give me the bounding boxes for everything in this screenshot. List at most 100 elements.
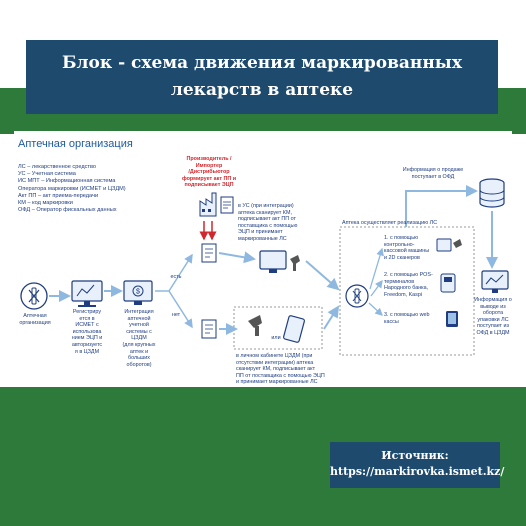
source-url[interactable]: https://markirovka.ismet.kz/: [330, 465, 505, 478]
register-line: нием ЭЦП и: [71, 335, 103, 342]
legend-item-line: УС – Учетная система: [18, 171, 76, 178]
sale-option-2-line: 2. с помощью POS-: [384, 272, 433, 278]
manufacturer-line: Импортер: [195, 162, 223, 169]
sale-option-1-line: и 2D сканеров: [384, 254, 420, 261]
source-label: Источник:: [381, 449, 449, 462]
register-line: я в ЦЗДМ: [74, 348, 100, 355]
sale-option-1-line: контрольно-: [384, 241, 415, 248]
sale-option-3-line: 3. с помощью web: [384, 312, 430, 318]
integration-line: системы с: [126, 328, 152, 335]
label-or: или: [271, 335, 281, 341]
us-branch-line: в УС (при интеграции): [238, 203, 294, 209]
us-branch-text: в УС (при интеграции)аптека сканирует КМ…: [238, 203, 318, 243]
legend-item-line: Акт ПП – акт приема-передачи: [18, 192, 99, 199]
integration-line: оборотов): [126, 361, 152, 368]
integration-line: аптек и: [129, 348, 149, 355]
diagram-graphics: $: [20, 178, 509, 356]
sale-option-1-line: 1. с помощью: [384, 235, 419, 241]
sale-box: [339, 226, 475, 356]
cabinet-branch-line: отсутствии интеграции) аптека: [236, 359, 314, 366]
integration-line: аптечной: [127, 315, 151, 322]
withdraw-info-line: упаковки ЛС: [477, 316, 509, 323]
document-icon: [220, 196, 234, 214]
integration-icon: $: [123, 280, 153, 305]
act-document-icon-2: [201, 319, 217, 339]
integration-line: учетной: [129, 322, 149, 329]
withdraw-info-line: выводе из: [480, 303, 506, 310]
flow-diagram: Аптечная организация ЛС – лекарственное …: [14, 131, 512, 387]
cabinet-branch-line: в личном кабинете ЦЗДМ (при: [236, 353, 313, 359]
integration-line: ЦЗДМ: [131, 335, 147, 342]
us-branch-line: аптека сканирует КМ,: [238, 209, 292, 216]
withdraw-info-line: поступает из: [476, 323, 510, 330]
manufacturer-line: /Дистрибьютор: [188, 169, 230, 176]
web-cashier-icon: [446, 311, 458, 327]
factory-icon: [199, 192, 217, 217]
ofd-info-line: поступает в ОФД: [411, 173, 455, 180]
act-document-icon: [201, 243, 217, 263]
step-pharmacy-label: Аптечная организация: [19, 313, 51, 326]
cabinet-branch-line: сканирует КМ, подписывает акт: [236, 366, 316, 373]
org-title: Аптечная организация: [18, 138, 133, 150]
cabinet-branch-line: ПП от поставщика с помощью ЭЦП: [236, 372, 325, 379]
source-banner: Источник: https://markirovka.ismet.kz/: [330, 442, 505, 488]
legend-item-line: ЛС – лекарственное средство: [18, 164, 96, 170]
sale-option-1-line: кассовой машины: [384, 248, 430, 255]
manufacturer-line: подписывает ЭЦП: [184, 182, 234, 189]
manufacturer-line: формирует акт ПП и: [181, 175, 237, 182]
register-line: Регистриру: [72, 309, 102, 315]
cabinet-box: [233, 306, 323, 350]
legend-item-line: ОФД – Оператор фискальных данных: [18, 207, 117, 214]
scanner-computer-icon: [259, 250, 300, 273]
cabinet-branch-line: и принимает маркированные ЛС: [236, 379, 318, 386]
computer-icon: [71, 280, 103, 307]
ofd-info-line: Информация о продаже: [402, 167, 464, 173]
integration-line: Интеграция: [124, 309, 154, 315]
phone-icon: [283, 315, 305, 343]
legend-item-line: Оператора маркировки (ИСМЕТ и ЦЗДМ): [18, 185, 126, 192]
cash-register-icon: [436, 238, 462, 252]
withdraw-info-line: ОФД в ЦЗДМ: [476, 329, 510, 336]
title-line-2: лекарств в аптеке: [170, 80, 354, 100]
register-line: ИСМЕТ с: [75, 322, 99, 329]
register-line: ется в: [79, 315, 95, 322]
label-yes: есть: [170, 274, 182, 280]
register-line: авторизуетс: [71, 341, 103, 348]
withdraw-info-line: Информация о: [474, 297, 512, 303]
us-branch-line: подписывает акт ПП от: [238, 216, 297, 223]
monitor-icon-right: [481, 270, 509, 293]
us-branch-line: ЭЦП и принимает: [238, 229, 283, 236]
legend-item-line: ИС МПТ – Информационная система: [18, 178, 116, 185]
title-line-1: Блок - схема движения маркированных: [62, 53, 462, 73]
pos-terminal-icon: [440, 273, 456, 293]
integration-line: (для крупных: [122, 341, 156, 348]
sale-option-2-line: терминалов: [384, 278, 415, 285]
title-banner: Блок - схема движения маркированных лека…: [26, 40, 498, 114]
register-line: использова: [72, 328, 102, 335]
withdraw-info-line: оборота: [482, 310, 504, 317]
sale-option-3-line: кассы: [384, 318, 399, 325]
legend-item-line: КМ – код маркировки: [18, 200, 73, 207]
us-branch-line: поставщика с помощью: [238, 222, 298, 229]
scanner-icon: [248, 315, 262, 336]
us-branch-line: маркированные ЛС: [238, 235, 287, 242]
sale-title: Аптека осуществляет реализацию ЛС: [342, 220, 438, 226]
sale-option-2-line: Народного банка,: [384, 285, 429, 292]
database-icon: [479, 178, 505, 208]
integration-line: больших: [128, 355, 150, 362]
manufacturer-line: Производитель /: [186, 156, 232, 162]
pharmacy-sale-icon: [345, 284, 369, 308]
pharmacy-icon: [20, 282, 48, 310]
sale-option-2-line: Freedom, Kaspi: [384, 291, 423, 298]
